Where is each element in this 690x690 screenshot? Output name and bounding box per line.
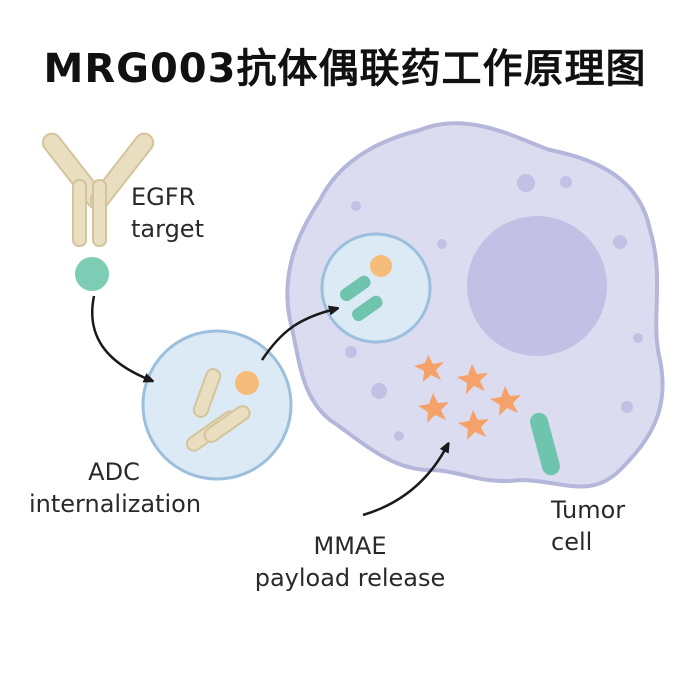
label-adc-internalization: ADC internalization [29,456,202,520]
nucleus [467,216,607,356]
arrow-mmae-release [362,446,447,517]
label-adc-line2: internalization [29,490,202,518]
label-egfr-line1: EGFR [131,183,196,211]
star-icon [418,393,449,423]
star-icon [414,355,444,382]
egfr-target-icon [75,257,109,291]
arrow-target-to-adc [90,295,150,380]
label-egfr-target: EGFR target [131,181,204,245]
adc-payload-icon [235,371,259,395]
label-tumor-line2: cell [551,528,593,556]
star-icon [458,410,489,440]
label-mmae-payload: MMAE payload release [248,530,452,594]
cytoplasm-dots [345,174,643,441]
label-mmae-line2: payload release [254,564,446,592]
page-title: MRG003抗体偶联药工作原理图 [43,46,647,92]
label-tumor-cell: Tumor cell [551,494,625,558]
star-icon [490,386,521,416]
vesicle-adc-icon [339,255,392,322]
label-adc-line1: ADC [88,458,140,486]
adc-vesicle [141,329,293,481]
label-egfr-line2: target [131,215,204,243]
star-icon [457,364,488,394]
arrow-adc-to-vesicle [260,309,335,361]
tumor-receptor-icon [530,412,560,476]
internal-vesicle [320,232,432,344]
label-mmae-line1: MMAE [313,532,387,560]
adc-icon [185,368,251,452]
mmae-payload-stars [414,355,521,440]
antibody-icon [41,132,155,247]
label-tumor-line1: Tumor [551,496,626,524]
